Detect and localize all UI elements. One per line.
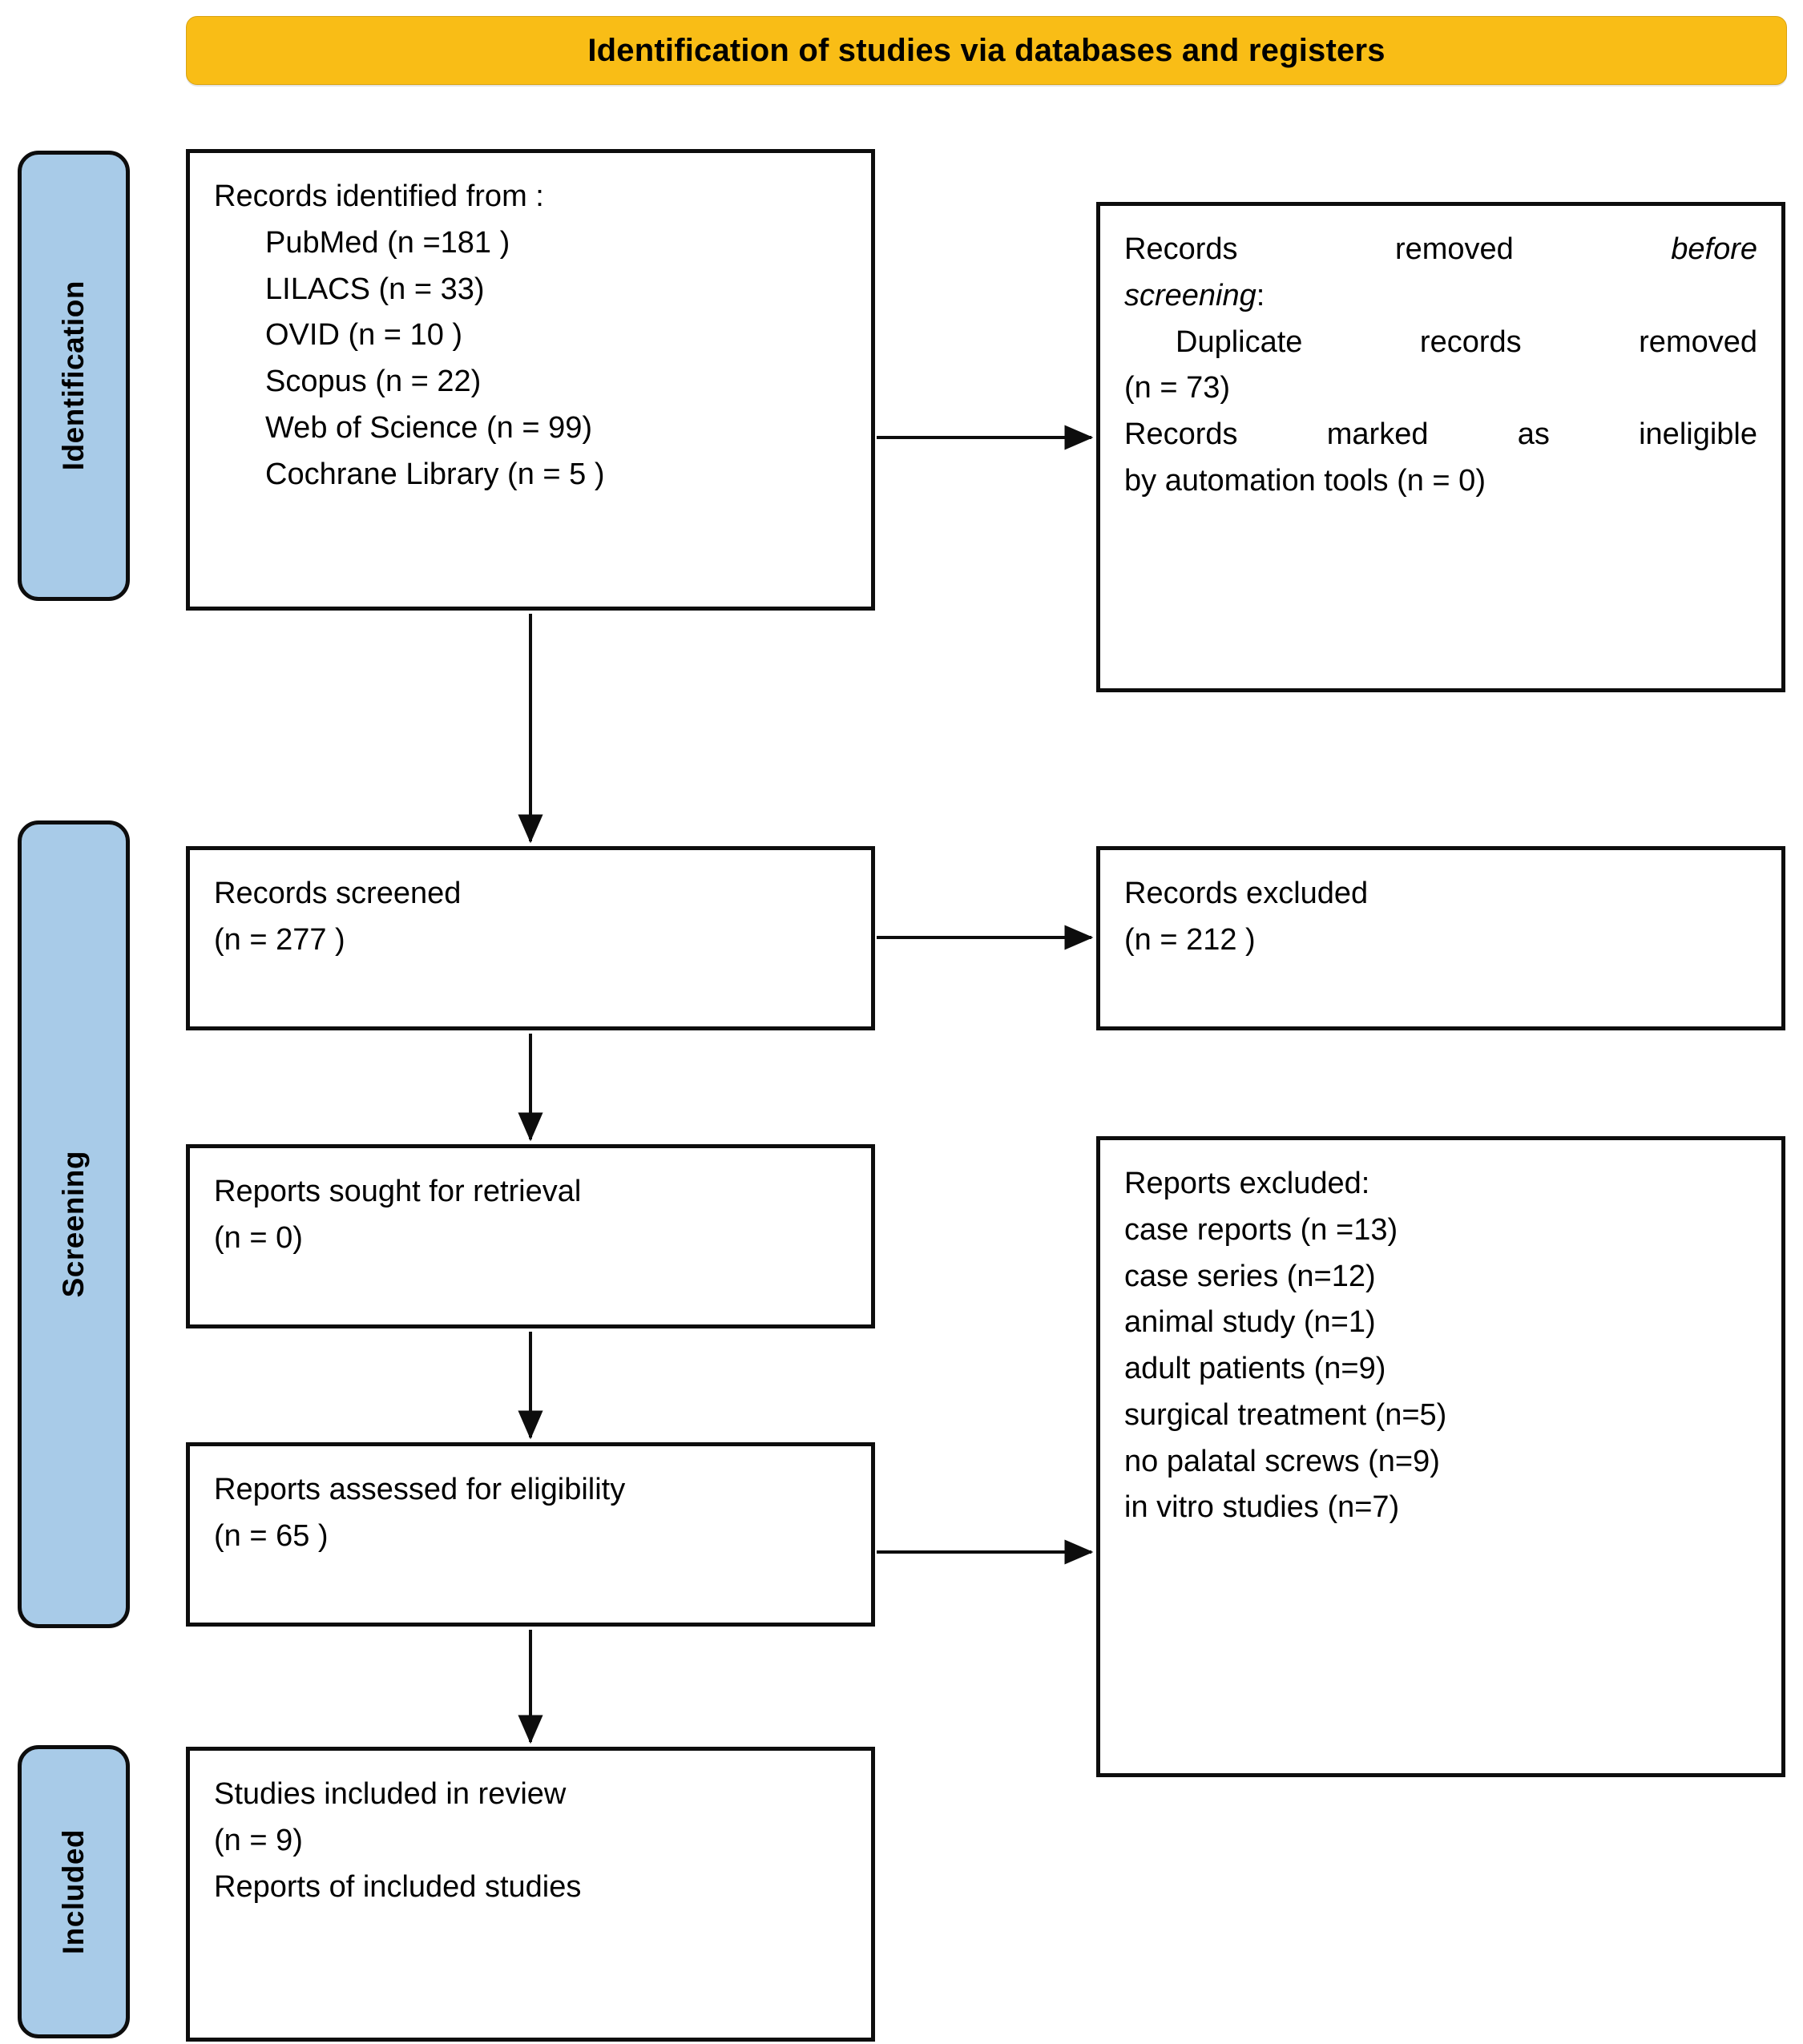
studies-included-count: (n = 9) (214, 1823, 303, 1857)
box-records-excluded: Records excluded (n = 212 ) (1096, 846, 1785, 1030)
box-records-identified: Records identified from : PubMed (n =181… (186, 149, 875, 611)
reason-in-vitro-studies: in vitro studies (n=7) (1124, 1490, 1400, 1525)
source-ovid: OVID (n = 10 ) (265, 318, 463, 353)
records-excluded-count: (n = 212 ) (1124, 922, 1256, 957)
box-reports-sought: Reports sought for retrieval (n = 0) (186, 1144, 875, 1328)
stage-bar-screening: Screening (18, 820, 130, 1628)
reason-no-palatal-screws: no palatal screws (n=9) (1124, 1444, 1440, 1478)
source-cochrane-library: Cochrane Library (n = 5 ) (265, 457, 605, 491)
records-identified-heading: Records identified from : (214, 179, 544, 213)
reports-sought-label: Reports sought for retrieval (214, 1175, 582, 1208)
records-removed-screening-word: screening (1124, 278, 1256, 312)
reason-case-series: case series (n=12) (1124, 1259, 1376, 1293)
stage-label-screening: Screening (57, 1151, 90, 1298)
source-scopus: Scopus (n = 22) (265, 365, 482, 398)
records-excluded-label: Records excluded (1124, 877, 1369, 910)
studies-included-label: Studies included in review (214, 1777, 567, 1811)
records-removed-heading-text: Records removed (1124, 232, 1672, 266)
reports-of-included-studies-label: Reports of included studies (214, 1869, 582, 1904)
records-removed-heading-line2: screening: (1124, 273, 1757, 320)
reason-adult-patients: adult patients (n=9) (1124, 1352, 1386, 1385)
ineligible-automation-line2: by automation tools (n = 0) (1124, 463, 1486, 498)
reason-surgical-treatment: surgical treatment (n=5) (1124, 1397, 1447, 1432)
source-lilacs: LILACS (n = 33) (265, 272, 485, 306)
reason-animal-study: animal study (n=1) (1124, 1305, 1376, 1340)
reports-excluded-heading: Reports excluded: (1124, 1167, 1370, 1200)
box-reports-excluded: Reports excluded: case reports (n =13) c… (1096, 1136, 1785, 1777)
records-screened-count: (n = 277 ) (214, 922, 345, 957)
reports-sought-count: (n = 0) (214, 1220, 303, 1255)
duplicate-records-removed-label: Duplicate records removed (1176, 325, 1757, 359)
reason-case-reports: case reports (n =13) (1124, 1212, 1398, 1247)
reports-eligibility-label: Reports assessed for eligibility (214, 1473, 626, 1506)
stage-bar-identification: Identification (18, 151, 130, 601)
box-reports-assessed-eligibility: Reports assessed for eligibility (n = 65… (186, 1442, 875, 1627)
stage-bar-included: Included (18, 1745, 130, 2038)
box-studies-included: Studies included in review (n = 9) Repor… (186, 1747, 875, 2042)
stage-label-identification: Identification (57, 280, 90, 471)
header-title: Identification of studies via databases … (587, 32, 1386, 68)
stage-label-included: Included (57, 1828, 90, 1955)
records-screened-label: Records screened (214, 877, 462, 910)
records-removed-colon: : (1256, 278, 1265, 312)
box-records-screened: Records screened (n = 277 ) (186, 846, 875, 1030)
header-banner: Identification of studies via databases … (186, 16, 1787, 85)
duplicate-records-removed-count: (n = 73) (1124, 371, 1231, 405)
ineligible-automation-line1: Records marked as ineligible (1124, 417, 1757, 451)
reports-eligibility-count: (n = 65 ) (214, 1518, 329, 1553)
records-removed-heading-line1: Records removed before (1124, 227, 1757, 273)
records-removed-heading-italic: before (1671, 232, 1757, 266)
box-records-removed: Records removed before screening: Duplic… (1096, 202, 1785, 692)
source-web-of-science: Web of Science (n = 99) (265, 410, 593, 445)
source-pubmed: PubMed (n =181 ) (265, 225, 510, 260)
